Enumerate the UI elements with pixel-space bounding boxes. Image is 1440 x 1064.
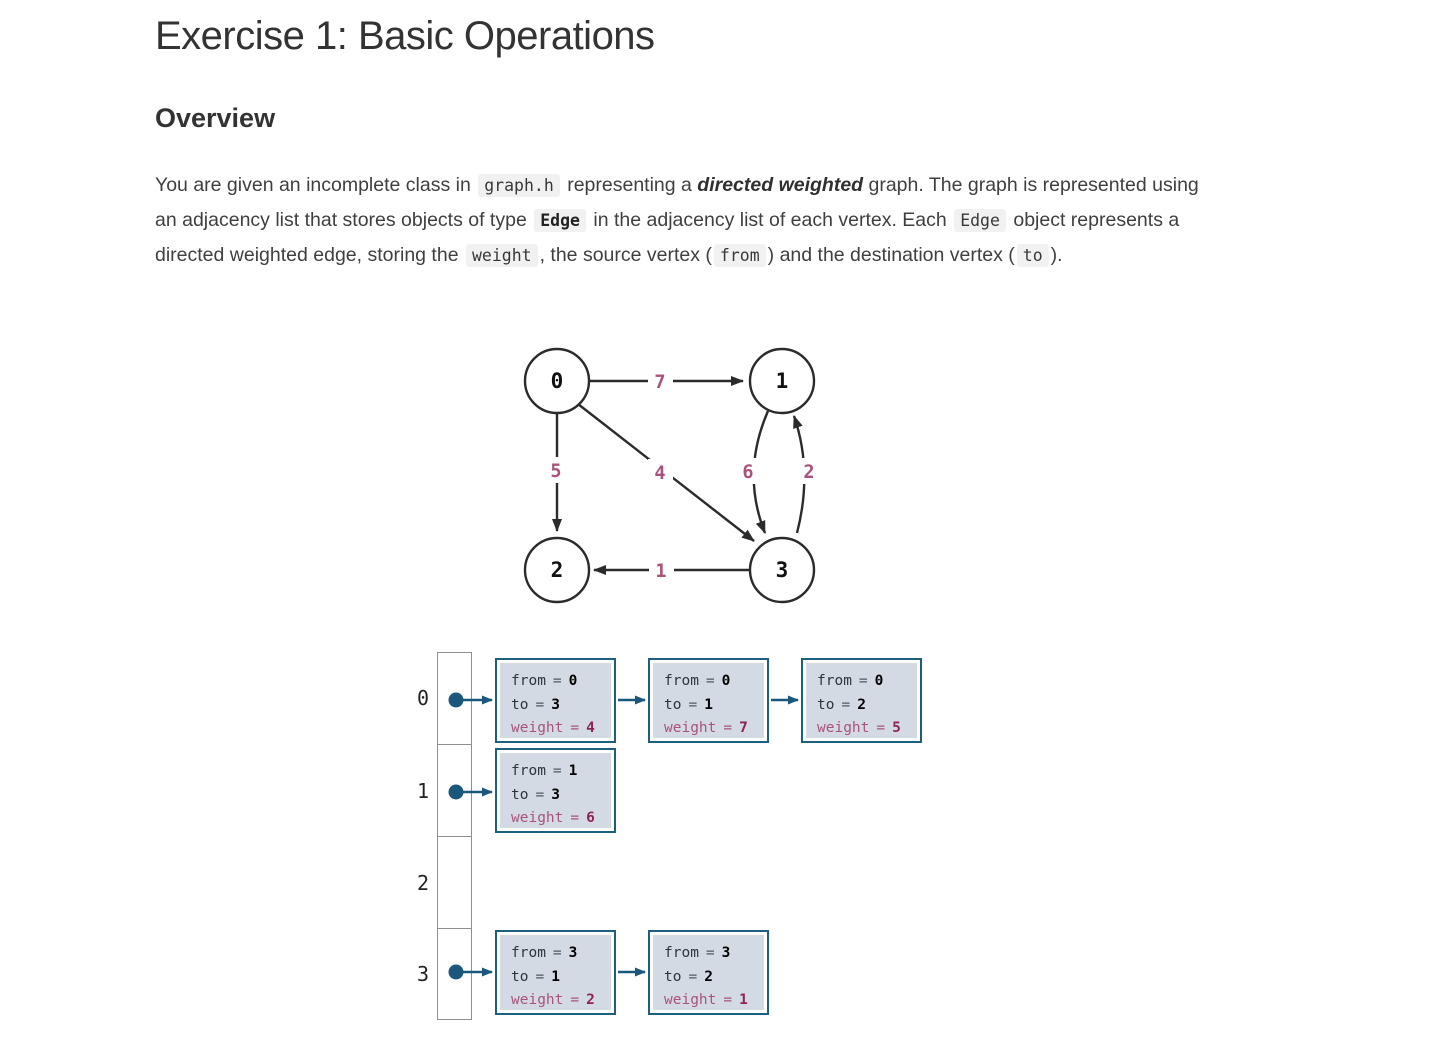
array-index-0: 0 xyxy=(416,686,429,710)
text-run: representing a xyxy=(567,174,698,196)
edge-weight-0-3: 4 xyxy=(654,463,665,484)
text-run: ). xyxy=(1050,244,1063,266)
graph-node-3-label: 3 xyxy=(776,558,789,582)
inline-code-graph-h: graph.h xyxy=(478,174,560,197)
array-index-1: 1 xyxy=(416,779,429,803)
array-index-3: 3 xyxy=(416,962,429,986)
edge-node-1-3: from=1 to=3 weight=6 xyxy=(495,748,616,833)
text-run: You are given an incomplete class in xyxy=(155,174,471,196)
text-run: object represents a directed weighted ed… xyxy=(155,209,1180,266)
array-cell-2 xyxy=(438,837,471,929)
inline-code-edge: Edge xyxy=(534,209,586,232)
pointer-dot-row0 xyxy=(448,692,464,708)
text-run: graph. The graph is represented using an… xyxy=(155,174,1199,231)
graph-node-0 xyxy=(523,347,591,415)
edge-node-0-1: from=0 to=1 weight=7 xyxy=(648,658,769,743)
section-heading-overview: Overview xyxy=(155,103,276,133)
graph-node-0-label: 0 xyxy=(551,369,564,393)
text-run: ) and the destination vertex ( xyxy=(767,244,1015,266)
inline-code-from: from xyxy=(713,244,766,267)
adjacency-arrows xyxy=(448,692,799,980)
graph-node-3 xyxy=(748,536,816,604)
array-cell-0 xyxy=(438,653,471,745)
graph-node-1-label: 1 xyxy=(776,369,789,393)
edge-weight-3-2: 1 xyxy=(655,561,666,582)
graph-node-2-label: 2 xyxy=(551,558,564,582)
array-cell-1 xyxy=(438,745,471,837)
pointer-dot-row1 xyxy=(448,784,464,800)
graph-node-1 xyxy=(748,347,816,415)
edge-node-0-3: from=0 to=3 weight=4 xyxy=(495,658,616,743)
array-index-2: 2 xyxy=(416,871,429,895)
edge-weight-0-2: 5 xyxy=(550,461,561,482)
text-run: in the adjacency list of each vertex. Ea… xyxy=(593,209,947,231)
page-title: Exercise 1: Basic Operations xyxy=(155,14,655,58)
edge-weight-0-1: 7 xyxy=(654,372,665,393)
edge-node-3-1: from=3 to=1 weight=2 xyxy=(495,930,616,1015)
edge-weight-3-1: 2 xyxy=(803,462,814,483)
adjacency-array xyxy=(437,652,472,1020)
pointer-dot-row3 xyxy=(448,964,464,980)
text-run: , the source vertex ( xyxy=(539,244,712,266)
overview-paragraph: You are given an incomplete class in gra… xyxy=(155,168,1203,273)
edge-weight-1-3: 6 xyxy=(742,462,753,483)
graph-node-2 xyxy=(523,536,591,604)
inline-code-weight: weight xyxy=(465,244,538,267)
inline-code-to: to xyxy=(1016,244,1049,267)
edge-node-0-2: from=0 to=2 weight=5 xyxy=(801,658,922,743)
bold-italic-run: directed weighted xyxy=(697,174,864,196)
inline-code-edge-2: Edge xyxy=(954,209,1006,232)
edge-node-3-2: from=3 to=2 weight=1 xyxy=(648,930,769,1015)
graph-diagram: 7 5 4 6 2 1 0 1 2 3 xyxy=(523,347,822,604)
